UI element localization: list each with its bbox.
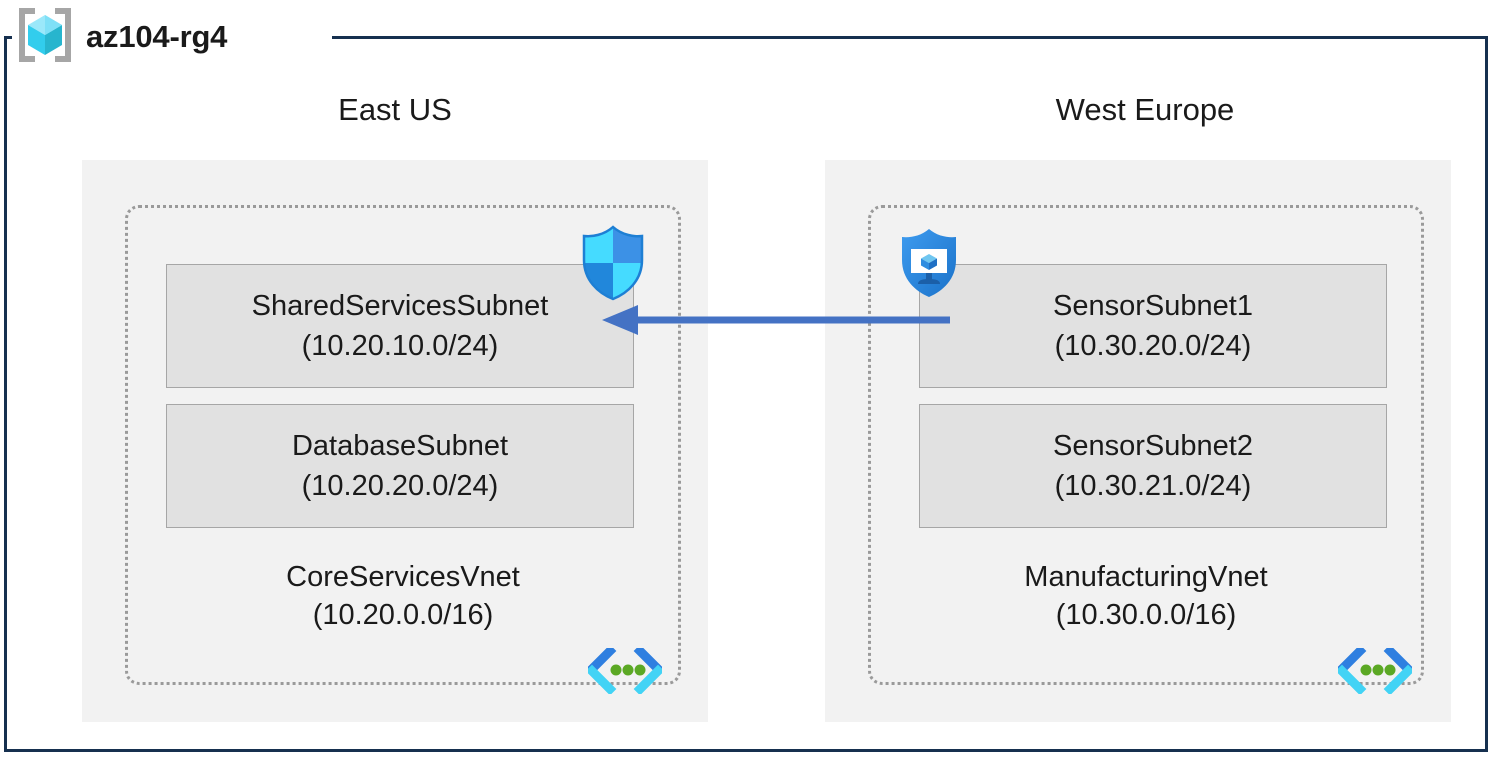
vnet-name-label: ManufacturingVnet bbox=[1024, 561, 1268, 593]
vnet-peering-arrow bbox=[602, 305, 950, 335]
virtual-network-icon bbox=[585, 644, 665, 699]
virtual-network-icon bbox=[1335, 644, 1415, 699]
vnet-address-space-label: (10.30.0.0/16) bbox=[1055, 599, 1237, 631]
subnet-address-space: (10.30.20.0/24) bbox=[1054, 330, 1252, 362]
subnet-name: DatabaseSubnet bbox=[291, 430, 509, 462]
vnet-box-coreservicesvnet[interactable]: SharedServicesSubnet (10.20.10.0/24) Dat… bbox=[125, 205, 681, 685]
azure-firewall-shield-icon bbox=[578, 224, 648, 307]
azure-bastion-shield-icon bbox=[896, 226, 962, 305]
vnet-name-label: CoreServicesVnet bbox=[286, 561, 520, 593]
subnet-address-space: (10.20.20.0/24) bbox=[301, 470, 499, 502]
subnet-name: SensorSubnet1 bbox=[1053, 290, 1253, 322]
resource-group-frame bbox=[4, 36, 1488, 752]
subnet-address-space: (10.20.10.0/24) bbox=[301, 330, 499, 362]
subnet-name: SensorSubnet2 bbox=[1053, 430, 1253, 462]
vnet-address-space-label: (10.20.0.0/16) bbox=[312, 599, 494, 631]
resource-group-title: az104-rg4 bbox=[14, 7, 228, 68]
subnet-box-databasesubnet[interactable]: DatabaseSubnet (10.20.20.0/24) bbox=[166, 404, 634, 528]
azure-resource-group-icon bbox=[14, 7, 76, 68]
subnet-box-sensorsubnet1[interactable]: SensorSubnet1 (10.30.20.0/24) bbox=[919, 264, 1387, 388]
vnet-box-manufacturingvnet[interactable]: SensorSubnet1 (10.30.20.0/24) SensorSubn… bbox=[868, 205, 1424, 685]
subnet-name: SharedServicesSubnet bbox=[251, 290, 549, 322]
region-label-west-europe: West Europe bbox=[1055, 92, 1235, 127]
subnet-box-sensorsubnet2[interactable]: SensorSubnet2 (10.30.21.0/24) bbox=[919, 404, 1387, 528]
subnet-address-space: (10.30.21.0/24) bbox=[1054, 470, 1252, 502]
resource-group-name: az104-rg4 bbox=[86, 19, 228, 54]
region-label-east-us: East US bbox=[338, 92, 452, 127]
subnet-box-sharedservicessubnet[interactable]: SharedServicesSubnet (10.20.10.0/24) bbox=[166, 264, 634, 388]
